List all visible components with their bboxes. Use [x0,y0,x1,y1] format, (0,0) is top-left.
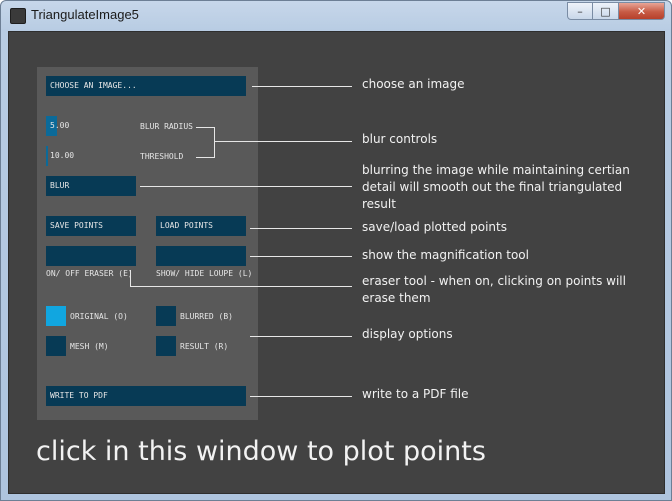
choose-image-button[interactable]: CHOOSE AN IMAGE... [46,76,246,96]
blur-radius-value: 5.00 [50,121,70,130]
title-bar[interactable]: TriangulateImage5 – □ ✕ [1,1,671,29]
result-label: RESULT (R) [180,342,229,351]
annotation-magnify: show the magnification tool [362,248,529,262]
blur-radius-label: BLUR RADIUS [140,122,193,131]
threshold-value: 10.00 [50,151,75,160]
result-toggle[interactable] [156,336,176,356]
maximize-icon: □ [600,4,611,18]
window-title: TriangulateImage5 [31,7,139,22]
save-load-line [250,228,352,229]
blur-bracket-line [214,127,215,158]
maximize-button[interactable]: □ [593,2,619,20]
eraser-vertical-line [130,270,131,287]
threshold-line [196,157,214,158]
annotation-blur-controls: blur controls [362,132,438,146]
choose-line [252,86,352,87]
magnify-line [250,256,352,257]
original-toggle[interactable] [46,306,66,326]
eraser-line [130,286,352,287]
loupe-toggle[interactable] [156,246,246,266]
blur-controls-line [214,141,352,142]
annotation-eraser: eraser tool - when on, clicking on point… [362,274,626,305]
eraser-toggle[interactable] [46,246,136,266]
mesh-label: MESH (M) [70,342,109,351]
original-label: ORIGINAL (O) [70,312,128,321]
annotation-save-load: save/load plotted points [362,220,507,234]
blurred-toggle[interactable] [156,306,176,326]
annotation-blur-desc: blurring the image while maintaining cer… [362,163,630,211]
load-points-button[interactable]: LOAD POINTS [156,216,246,236]
threshold-label: THRESHOLD [140,152,184,161]
blur-radius-line [196,127,214,128]
blur-desc-line [140,186,352,187]
plot-instruction: click in this window to plot points [36,436,486,467]
save-points-button[interactable]: SAVE POINTS [46,216,136,236]
write-pdf-button[interactable]: WRITE TO PDF [46,386,246,406]
app-icon [10,8,26,24]
close-icon: ✕ [636,4,647,18]
window-controls: – □ ✕ [567,2,665,20]
annotation-choose: choose an image [362,77,465,91]
blur-button[interactable]: BLUR [46,176,136,196]
mesh-toggle[interactable] [46,336,66,356]
blur-radius-fill [46,116,57,136]
close-button[interactable]: ✕ [619,2,665,20]
threshold-fill [46,146,48,166]
display-line [250,336,352,337]
control-panel [37,67,258,420]
annotation-pdf: write to a PDF file [362,387,469,401]
blurred-label: BLURRED (B) [180,312,233,321]
annotation-display: display options [362,327,453,341]
pdf-line [250,396,352,397]
loupe-label: SHOW/ HIDE LOUPE (L) [156,269,253,278]
minimize-icon: – [577,4,583,18]
minimize-button[interactable]: – [567,2,593,20]
eraser-label: ON/ OFF ERASER (E) [46,269,133,278]
